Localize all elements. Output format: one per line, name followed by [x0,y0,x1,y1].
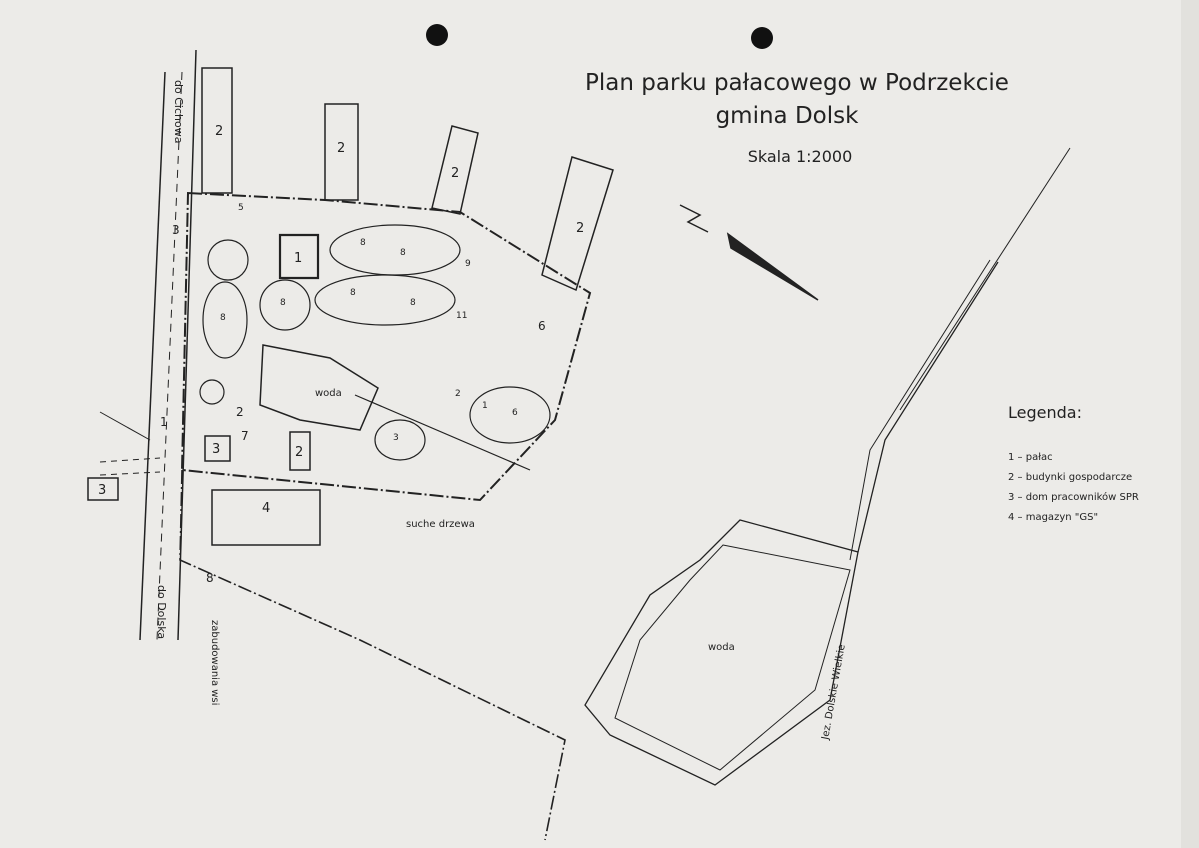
building-2-c [431,125,479,215]
punch-hole-left [426,24,448,46]
tree-symbol-8-b: 8 [400,248,406,258]
tree-symbol-8: 8 [360,238,366,248]
building-2-b-number: 2 [337,141,345,156]
tree-symbol-11: 11 [456,311,467,321]
road-label-bottom: do Dolska [155,585,168,639]
tree-symbol-8-f: 8 [220,313,226,323]
paper-edge [1181,0,1199,848]
viewpoint-6: 6 [538,319,546,333]
tree-symbol-3: 3 [393,433,399,443]
building-2-d [541,156,614,292]
legend-item-1: 1 – pałac [1008,452,1053,463]
viewpoint-3: 3 [172,223,180,237]
viewpoint-7: 7 [241,429,249,443]
north-arrow-icon [679,204,819,301]
tree-symbol-8-c: 8 [350,288,356,298]
viewpoint-2: 2 [236,405,244,419]
village-label: zabudowania wsi [209,620,220,705]
legend: Legenda: 1 – pałac 2 – budynki gospodarc… [1008,403,1139,523]
legend-heading: Legenda: [1008,403,1082,422]
tree-symbol-1: 1 [482,401,488,411]
punch-hole-right [751,27,773,49]
south-boundary [179,469,566,841]
building-4-number: 4 [262,501,270,516]
building-2-a-number: 2 [215,124,223,139]
viewpoints: 1 2 3 6 7 8 [160,223,546,585]
building-2-e [289,431,311,471]
viewpoint-8: 8 [206,571,214,585]
tree-symbol-5: 5 [238,203,244,213]
building-3-a [204,435,231,462]
avenue-line [354,394,531,471]
tree-symbol-8-e: 8 [280,298,286,308]
lake-label: woda [708,642,735,653]
legend-item-3: 3 – dom pracowników SPR [1008,491,1139,503]
tree-symbol-6: 6 [512,408,518,418]
map-subtitle: gmina Dolsk [716,103,860,129]
palace-building [278,233,320,280]
dead-trees-label: suche drzewa [406,519,475,530]
legend-item-2: 2 – budynki gospodarcze [1008,472,1132,483]
tree-symbols: 8 8 8 8 8 8 11 6 3 1 2 9 5 [220,203,518,443]
building-2-c-number: 2 [451,166,459,181]
tree-clusters [199,224,551,461]
building-2-a [201,67,233,194]
map-scale: Skala 1:2000 [748,147,853,166]
building-4 [211,489,321,546]
lake [584,147,1071,786]
building-2-e-number: 2 [295,445,303,460]
building-3-a-number: 3 [212,442,220,457]
palace-number: 1 [294,251,302,266]
pond [259,344,379,431]
building-3-b [87,477,119,501]
viewpoint-1: 1 [160,415,168,429]
road-label-top: do Cichowa [172,80,185,143]
park-boundary [180,191,592,502]
tree-symbol-9: 9 [465,259,471,269]
pond-label: woda [315,388,342,399]
map-title: Plan parku pałacowego w Podrzekcie [585,70,1009,96]
building-2-b [324,103,359,201]
legend-item-4: 4 – magazyn "GS" [1008,512,1098,523]
cross-line [99,411,151,441]
tree-symbol-2: 2 [455,389,461,399]
building-3-b-number: 3 [98,483,106,498]
building-2-d-number: 2 [576,221,584,236]
tree-symbol-8-d: 8 [410,298,416,308]
